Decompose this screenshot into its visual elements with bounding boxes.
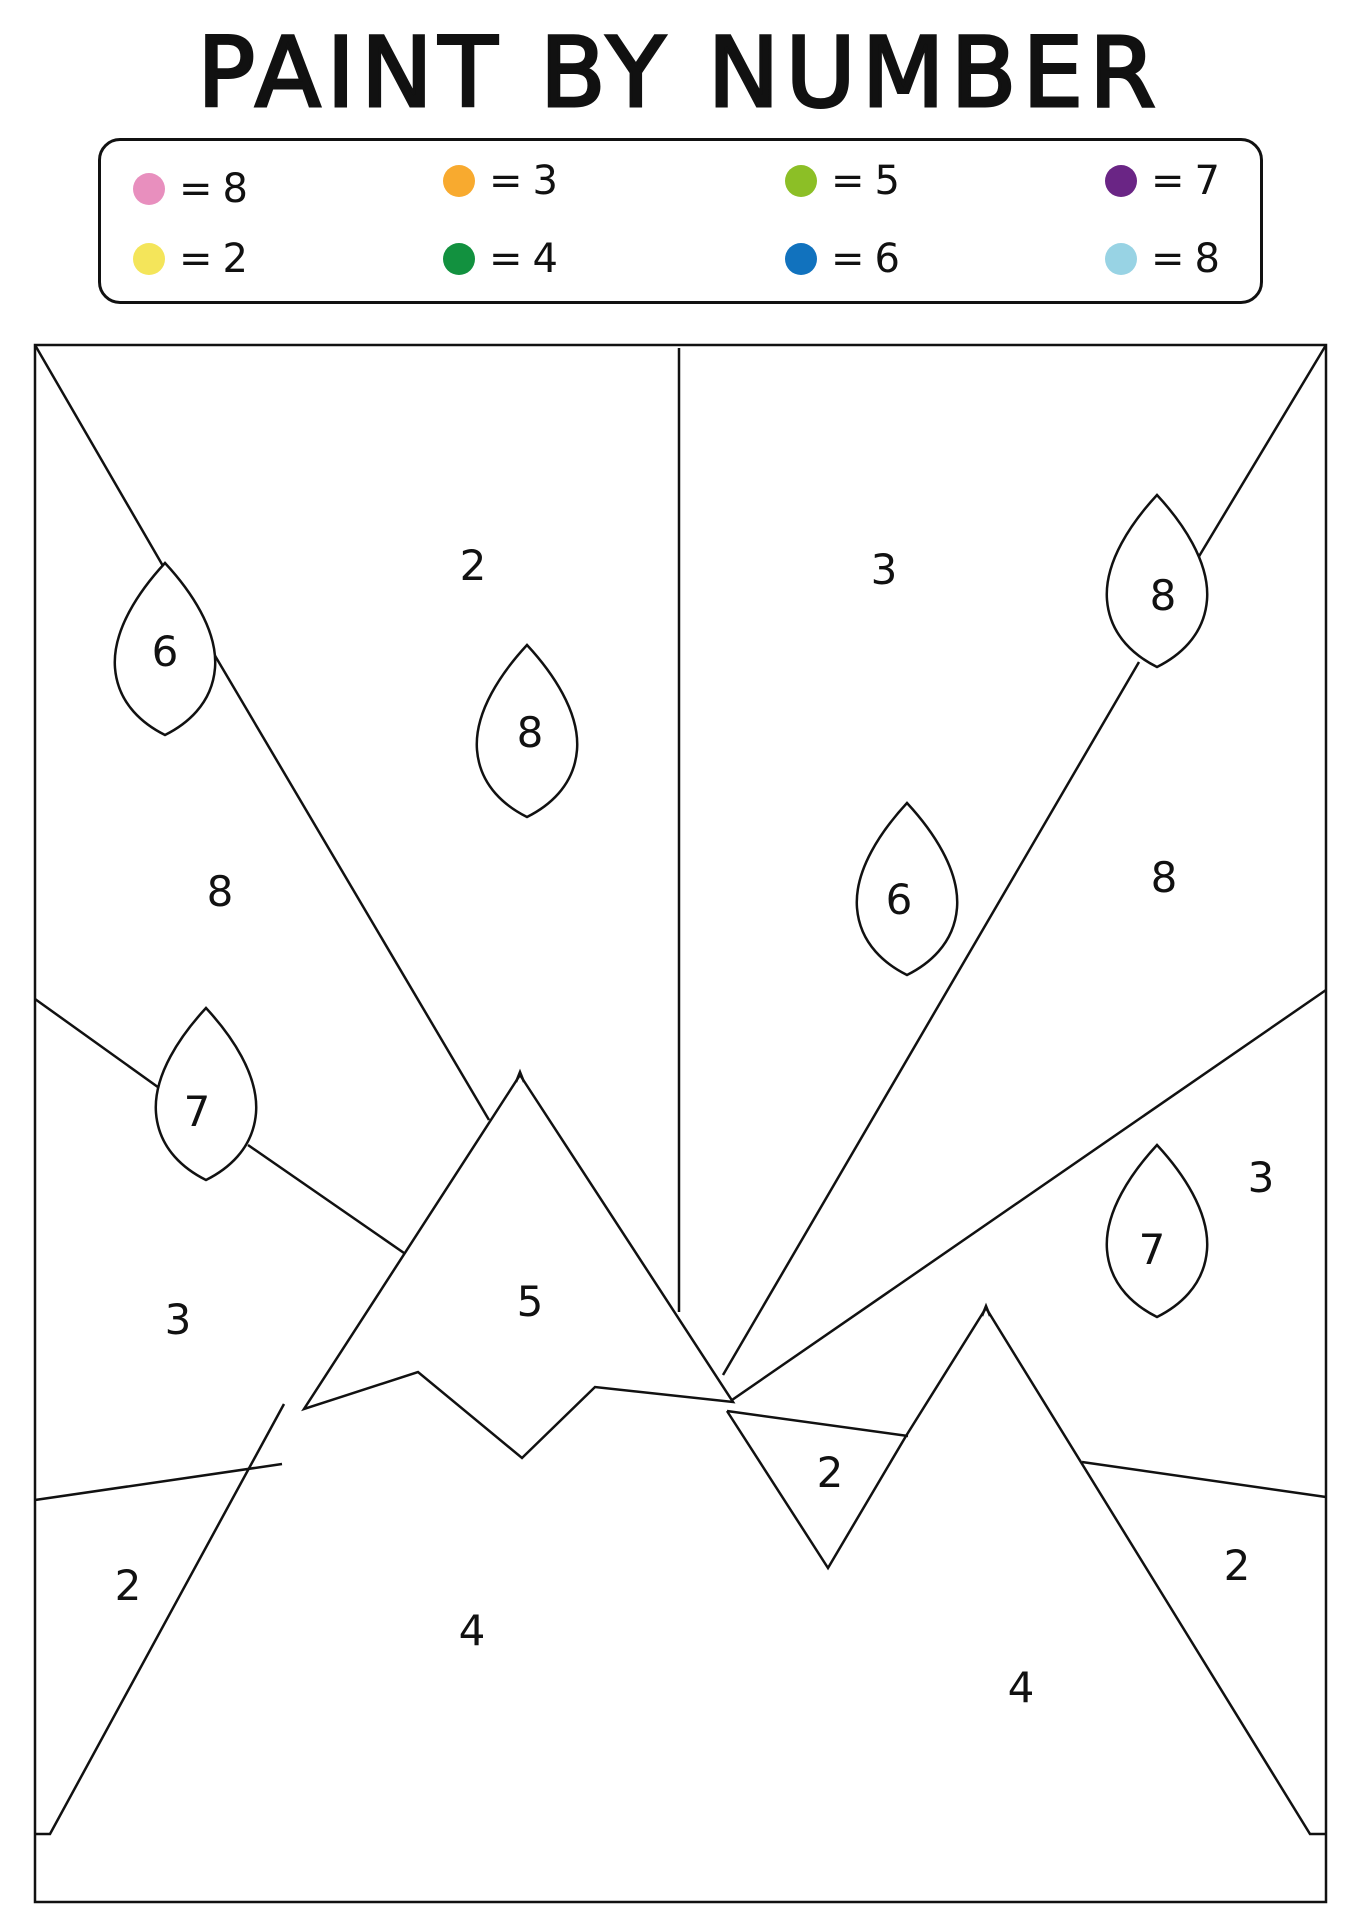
raindrop-left-upper	[113, 561, 217, 737]
number-drop-left-upper: 6	[152, 627, 179, 676]
legend-item-pink: = 8	[133, 169, 248, 209]
ray-line	[247, 1143, 405, 1255]
number-ground-right: 2	[1224, 1541, 1251, 1590]
page-title: PAINT BY NUMBER	[196, 17, 1162, 130]
yellow-swatch	[133, 243, 165, 275]
color-legend: = 8 = 3 = 5 = 7 = 2 = 4 = 6 = 8	[98, 138, 1263, 304]
raindrop-center-left	[475, 643, 579, 819]
legend-item-orange: = 3	[443, 161, 558, 201]
mountain-peak-center	[301, 1072, 736, 1460]
ray-line	[34, 997, 163, 1092]
number-drop-left-lower: 7	[184, 1087, 211, 1136]
number-valley-between: 2	[817, 1448, 844, 1497]
number-drop-center-right: 6	[886, 875, 913, 924]
number-sky-top-right: 3	[871, 545, 898, 594]
legend-item-yellow: = 2	[133, 239, 248, 279]
raindrop-right-upper	[1105, 493, 1209, 669]
legend-number: 3	[532, 158, 558, 204]
legend-equals: =	[831, 236, 865, 282]
legend-number: 6	[874, 236, 900, 282]
legend-equals: =	[179, 236, 213, 282]
light-blue-swatch	[1105, 243, 1137, 275]
legend-item-lime-green: = 5	[785, 161, 900, 201]
green-swatch	[443, 243, 475, 275]
purple-swatch	[1105, 165, 1137, 197]
mountain-right-outline	[904, 1305, 1326, 1836]
number-ray-right: 8	[1151, 853, 1178, 902]
number-ray-left: 8	[207, 867, 234, 916]
legend-number: 8	[222, 166, 248, 212]
legend-equals: =	[489, 236, 523, 282]
ray-line	[1193, 344, 1328, 564]
ground-line	[1081, 1460, 1327, 1499]
raindrop-right-lower	[1105, 1143, 1209, 1319]
legend-equals: =	[179, 166, 213, 212]
number-mountain-left: 4	[459, 1606, 486, 1655]
peak-notch	[514, 1068, 526, 1083]
pink-swatch	[133, 173, 165, 205]
legend-item-purple: = 7	[1105, 161, 1220, 201]
ground-line	[726, 1409, 909, 1438]
raindrop-center-right	[855, 801, 959, 977]
number-drop-center-left: 8	[517, 708, 544, 757]
ground-line	[34, 1462, 283, 1502]
peak-notch	[980, 1302, 992, 1317]
legend-number: 8	[1194, 236, 1220, 282]
legend-item-light-blue: = 8	[1105, 239, 1220, 279]
ray-line	[731, 988, 1327, 1402]
lime-green-swatch	[785, 165, 817, 197]
legend-equals: =	[489, 158, 523, 204]
orange-swatch	[443, 165, 475, 197]
number-ground-left: 2	[115, 1561, 142, 1610]
number-drop-right-lower: 7	[1139, 1225, 1166, 1274]
number-ray-left-lower: 3	[165, 1295, 192, 1344]
ray-line	[212, 653, 491, 1121]
legend-equals: =	[831, 158, 865, 204]
legend-equals: =	[1151, 158, 1185, 204]
number-sky-top-left: 2	[460, 541, 487, 590]
number-ray-right-lower: 3	[1248, 1153, 1275, 1202]
legend-number: 5	[874, 158, 900, 204]
valley-outline	[725, 1410, 908, 1571]
mountain-left-outline	[35, 1403, 286, 1836]
number-mountain-right: 4	[1008, 1663, 1035, 1712]
number-drop-right-upper: 8	[1150, 571, 1177, 620]
legend-number: 4	[532, 236, 558, 282]
ray-line	[33, 344, 165, 567]
legend-item-green: = 4	[443, 239, 558, 279]
ray-line	[721, 661, 1141, 1376]
legend-number: 7	[1194, 158, 1220, 204]
legend-number: 2	[222, 236, 248, 282]
board-frame	[33, 343, 1328, 1904]
blue-swatch	[785, 243, 817, 275]
legend-equals: =	[1151, 236, 1185, 282]
legend-item-blue: = 6	[785, 239, 900, 279]
raindrop-left-lower	[154, 1006, 258, 1182]
number-peak-center: 5	[517, 1277, 544, 1326]
